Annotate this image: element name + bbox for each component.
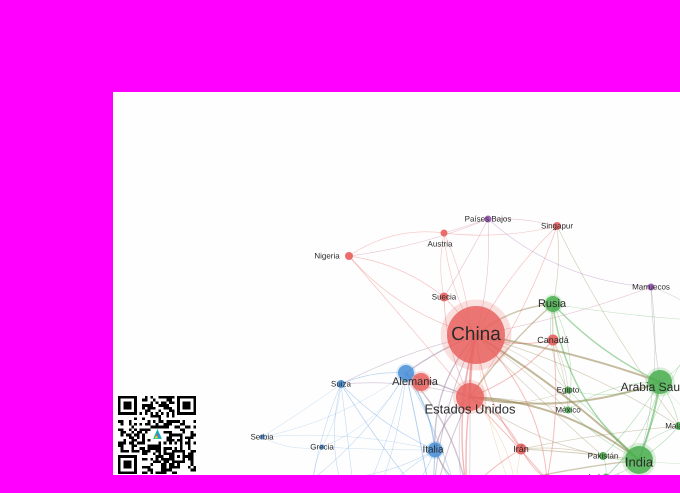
network-node-rusia[interactable]	[545, 296, 561, 312]
network-node-china[interactable]	[447, 306, 505, 364]
qr-code-badge[interactable]	[113, 396, 201, 474]
network-edge	[340, 383, 405, 475]
network-edge	[487, 218, 558, 227]
network-edge	[552, 303, 661, 383]
network-edge	[469, 396, 471, 475]
network-node-india[interactable]	[625, 446, 653, 474]
network-edge	[261, 383, 342, 438]
network-node-pakistan[interactable]	[599, 452, 607, 460]
network-edge	[556, 225, 680, 427]
network-edge	[313, 383, 342, 475]
network-edge	[313, 446, 323, 475]
network-edge	[422, 449, 436, 475]
network-node-canada[interactable]	[547, 334, 559, 346]
network-edge	[348, 231, 445, 257]
network-edge	[443, 218, 489, 234]
network-edge	[384, 372, 407, 475]
network-edge	[550, 303, 569, 391]
network-edge	[539, 459, 640, 475]
network-edge	[434, 449, 448, 475]
network-node-singapur[interactable]	[553, 222, 561, 230]
network-edge	[317, 372, 407, 475]
network-edge	[552, 303, 640, 461]
network-edge	[469, 381, 661, 405]
network-node-indonesia[interactable]	[603, 473, 610, 476]
network-node-nigeria[interactable]	[345, 252, 353, 260]
network-edge	[340, 382, 471, 398]
network-edge	[405, 372, 428, 475]
network-node-alemania-red[interactable]	[412, 373, 430, 391]
network-edge	[340, 372, 407, 385]
network-node-malasia[interactable]	[675, 422, 680, 430]
network-node-paises-bajos[interactable]	[484, 215, 492, 223]
network-edge	[443, 225, 558, 236]
network-edge	[405, 372, 436, 451]
network-edge	[365, 449, 436, 475]
network-edge	[552, 225, 559, 305]
network-edge	[340, 383, 353, 475]
network-edge	[340, 383, 436, 451]
network-edge	[400, 449, 436, 475]
network-edge	[469, 225, 558, 398]
network-edge	[321, 446, 436, 451]
network-edge	[552, 303, 680, 320]
network-edge	[443, 218, 489, 298]
network-edge	[261, 434, 436, 451]
network-edge	[348, 218, 489, 257]
network-node-japon[interactable]	[542, 474, 553, 476]
network-graph-svg	[259, 215, 680, 476]
network-edge	[552, 339, 569, 411]
network-edge	[373, 372, 407, 475]
network-node-grecia[interactable]	[319, 444, 325, 450]
network-edge	[650, 286, 680, 301]
network-node-suecia[interactable]	[439, 292, 449, 302]
network-edge	[261, 372, 407, 438]
network-node-arabia-saudita[interactable]	[648, 370, 672, 394]
network-edge	[547, 339, 557, 475]
qr-code-icon	[118, 396, 196, 474]
network-edge	[334, 383, 342, 475]
network-edge	[348, 255, 445, 298]
network-edge	[520, 425, 680, 450]
network-edge	[638, 459, 680, 464]
network-edge	[469, 396, 604, 457]
network-edge	[348, 255, 471, 398]
network-edge	[440, 232, 445, 298]
network-node-mexico[interactable]	[564, 406, 572, 414]
network-edge	[487, 218, 652, 288]
network-edge	[552, 303, 572, 411]
nodes-layer	[259, 215, 680, 476]
network-node-marruecos[interactable]	[647, 283, 655, 291]
qr-center-logo-icon	[153, 429, 162, 439]
network-edge	[321, 383, 342, 448]
network-node-alemania[interactable]	[398, 365, 414, 381]
network-edge	[321, 372, 407, 448]
network-edge	[469, 396, 640, 461]
network-node-estados-unidos[interactable]	[456, 383, 484, 411]
network-node-egipto[interactable]	[564, 386, 572, 394]
network-edge	[520, 447, 604, 457]
network-node-serbia[interactable]	[259, 434, 265, 440]
network-node-iran[interactable]	[515, 443, 527, 455]
network-edge	[261, 436, 323, 449]
network-edge	[484, 448, 522, 475]
network-node-italia[interactable]	[427, 442, 443, 458]
network-node-suiza[interactable]	[337, 380, 345, 388]
network-edge	[659, 381, 680, 405]
network-node-austria[interactable]	[440, 229, 448, 237]
